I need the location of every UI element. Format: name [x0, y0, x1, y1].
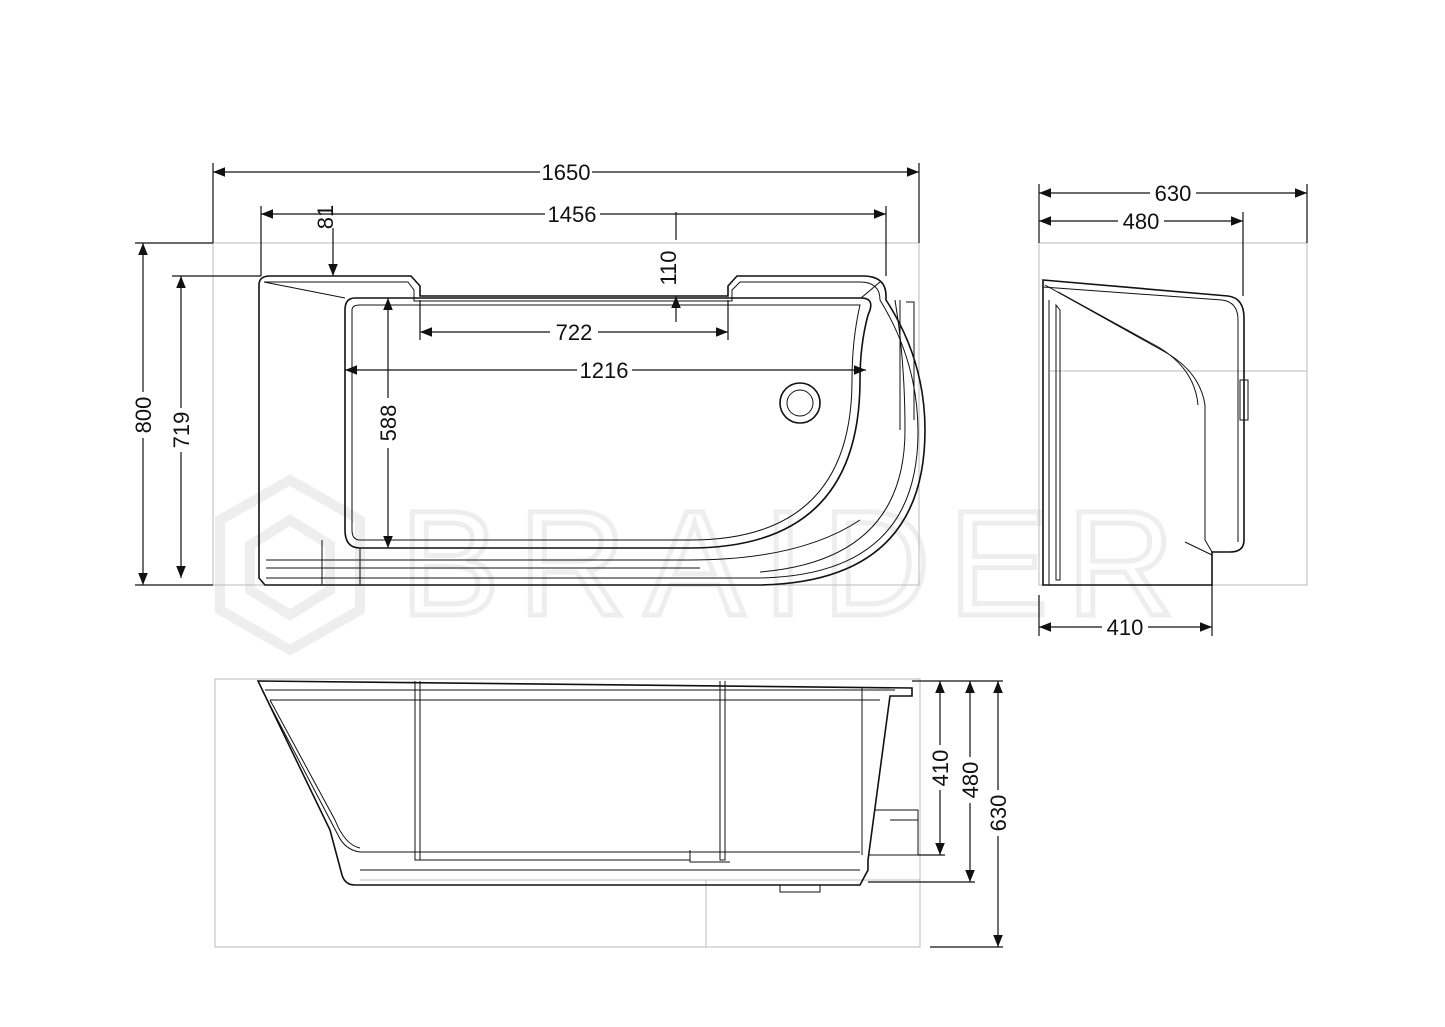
dim-630-side: 630 — [1155, 181, 1192, 206]
dim-410-side: 410 — [1107, 615, 1144, 640]
watermark-text: BRAIDER — [400, 479, 1193, 647]
dim-719: 719 — [169, 412, 194, 449]
dim-1650: 1650 — [542, 160, 591, 185]
top-view: 1650 1456 81 110 722 1216 588 800 719 — [131, 160, 926, 586]
dim-800: 800 — [131, 397, 156, 434]
watermark: BRAIDER — [215, 474, 1193, 656]
dim-480-side: 480 — [1123, 209, 1160, 234]
drain-outer — [779, 382, 821, 424]
front-view: 410 480 630 — [214, 678, 1011, 948]
dim-722: 722 — [556, 320, 593, 345]
drain-inner — [786, 389, 814, 417]
dim-480-front: 480 — [958, 762, 983, 799]
dim-588: 588 — [376, 405, 401, 442]
side-view: 630 480 410 — [1038, 181, 1308, 640]
dim-1216: 1216 — [580, 358, 629, 383]
dim-110: 110 — [656, 250, 681, 285]
dim-410-front: 410 — [928, 750, 953, 787]
dim-1456: 1456 — [548, 202, 597, 227]
dim-630-front: 630 — [986, 795, 1011, 832]
dim-81: 81 — [313, 205, 338, 229]
